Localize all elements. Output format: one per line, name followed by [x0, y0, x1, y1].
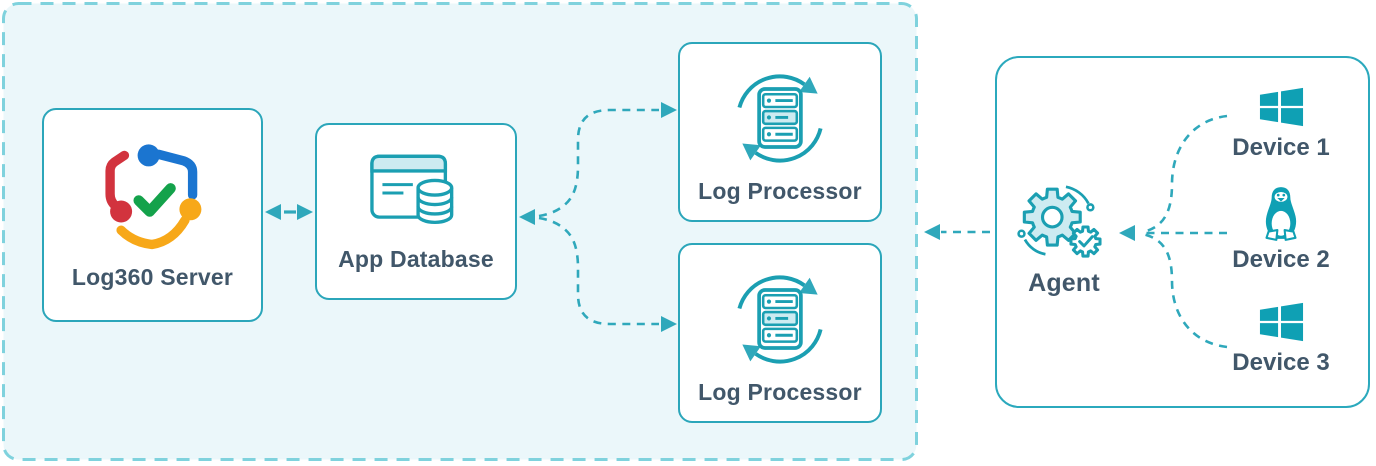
device-1-node: Device 1	[1226, 85, 1336, 162]
app-database-icon	[370, 154, 454, 225]
server-sync-icon	[737, 274, 823, 364]
log360-server-label: Log360 Server	[71, 263, 234, 290]
agent-node: Agent	[1010, 180, 1118, 298]
server-sync-icon	[737, 73, 823, 163]
agent-label: Agent	[1028, 269, 1100, 297]
log360-shield-check-icon	[104, 143, 201, 249]
log-processor-bottom-label: Log Processor	[698, 378, 862, 405]
windows-icon	[1259, 302, 1303, 342]
device-2-label: Device 2	[1232, 246, 1330, 273]
device-1-label: Device 1	[1232, 134, 1330, 161]
windows-icon	[1259, 87, 1303, 127]
log-processor-top-label: Log Processor	[698, 177, 862, 204]
log-processor-bottom-node: Log Processor	[678, 243, 882, 423]
log360-server-node: Log360 Server	[42, 108, 263, 322]
device-2-node: Device 2	[1226, 185, 1336, 274]
connector-agent-servergroup	[924, 224, 990, 240]
app-database-label: App Database	[338, 246, 494, 272]
connector-log360-appdb	[265, 204, 313, 220]
app-database-node: App Database	[315, 123, 517, 300]
linux-tux-icon	[1265, 187, 1297, 241]
log-processor-top-node: Log Processor	[678, 42, 882, 222]
connector-appdb-logprocessors	[519, 102, 677, 332]
device-3-node: Device 3	[1226, 300, 1336, 377]
agent-gears-icon	[1017, 185, 1102, 258]
device-3-label: Device 3	[1232, 349, 1330, 376]
